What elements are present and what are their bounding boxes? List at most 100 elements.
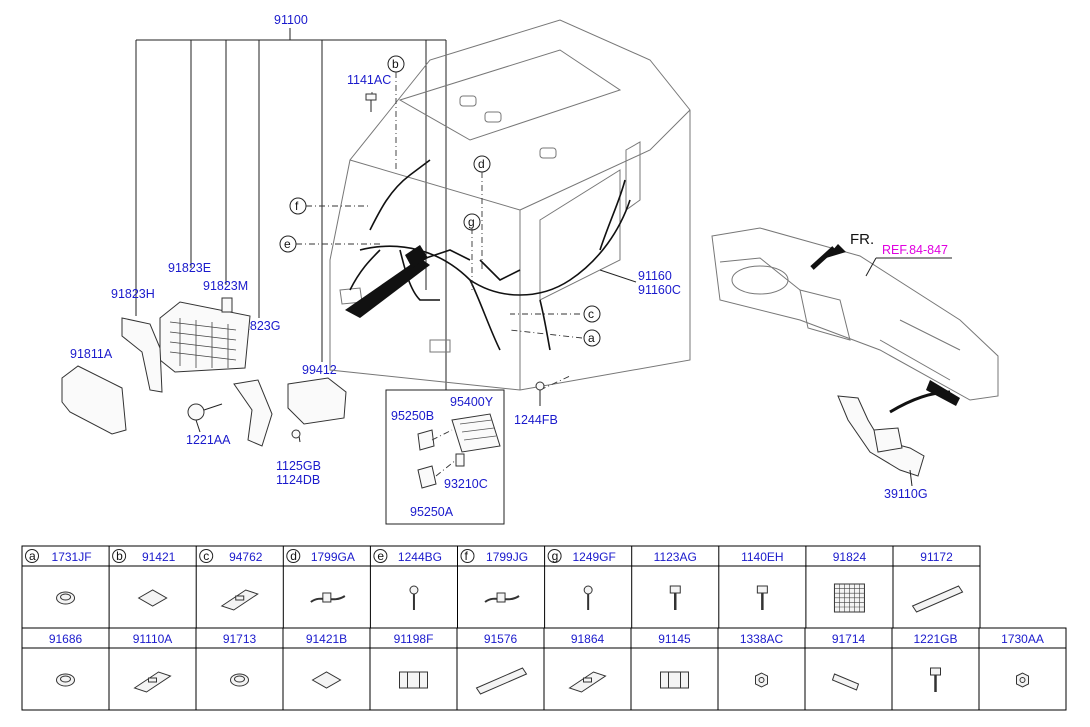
cell-letter: f: [465, 549, 469, 563]
protector-icon: [911, 585, 964, 613]
cell-part-code: 91172: [920, 550, 953, 564]
cell-part-code: 91576: [484, 632, 518, 646]
callout-bolt-1124[interactable]: 1124DB: [276, 473, 320, 487]
callout-ecu-cover[interactable]: 91811A: [70, 347, 113, 361]
parts-table-cell[interactable]: 1221GB: [913, 632, 958, 692]
cell-part-code: 1731JF: [52, 550, 92, 564]
callout-bolt-1141[interactable]: 1141AC: [347, 73, 391, 87]
dash-harness-bracket: [837, 395, 925, 477]
callout-relay-box[interactable]: 91823E: [168, 261, 211, 275]
relay-93210-shape: [455, 453, 465, 467]
parts-table-cell[interactable]: 91421B: [306, 632, 347, 689]
parts-table-cell[interactable]: b 91421: [112, 549, 176, 607]
parts-table-cell[interactable]: 91686: [49, 632, 83, 687]
circle-letter-d: d: [473, 155, 491, 173]
cell-letter: c: [203, 549, 209, 563]
pad-icon: [137, 589, 168, 607]
harness-protector: [345, 258, 430, 318]
svg-text:c: c: [588, 307, 594, 321]
cell-part-code: 94762: [229, 550, 263, 564]
parts-table-cell[interactable]: 1338AC: [740, 632, 784, 688]
callout-fuse-block[interactable]: 99412: [302, 363, 337, 377]
bolt-icon: [669, 585, 681, 610]
callout-body-harness-c[interactable]: 91160C: [638, 283, 681, 297]
parts-table-cell[interactable]: 1140EH: [741, 550, 784, 610]
parts-table-cell[interactable]: 1123AG: [654, 550, 697, 610]
protector-icon: [475, 667, 528, 695]
parts-table-cell[interactable]: 91172: [911, 550, 964, 613]
ref-link[interactable]: REF.84-847: [882, 243, 948, 257]
relay-m-shape: [221, 297, 233, 313]
fuse-block-shape: [287, 377, 347, 425]
parts-table-cell[interactable]: 91110A: [133, 632, 173, 693]
parts-table-cell[interactable]: 1730AA: [1001, 632, 1044, 688]
mesh-icon: [833, 583, 865, 613]
parts-table-cell[interactable]: 91198F: [394, 632, 434, 689]
svg-text:b: b: [392, 57, 399, 71]
parts-table-cell[interactable]: d 1799GA: [286, 549, 355, 603]
circle-letter: [199, 549, 214, 563]
cell-part-code: 91713: [223, 632, 257, 646]
cell-part-code: 1799GA: [311, 550, 355, 564]
svg-text:a: a: [588, 331, 595, 345]
callout-bracket-h[interactable]: 91823H: [111, 287, 155, 301]
grommet-icon: [230, 673, 249, 687]
parts-table-cell[interactable]: 91714: [831, 632, 866, 691]
parts-table-cell[interactable]: 91713: [223, 632, 257, 687]
cell-part-code: 91714: [832, 632, 866, 646]
callout-bolt-1221[interactable]: 1221AA: [186, 433, 231, 447]
circle-letter: [286, 549, 301, 563]
parts-table-cell[interactable]: 91145: [658, 632, 691, 689]
cell-letter: b: [116, 549, 123, 563]
cable-tie-icon: [310, 592, 346, 603]
callout-relay-95250a[interactable]: 95250A: [410, 505, 454, 519]
parts-table-cell[interactable]: 91864: [568, 632, 607, 693]
svg-text:f: f: [295, 199, 299, 213]
fuse-block-bolt: [291, 429, 301, 439]
parts-table-cell[interactable]: 91576: [475, 632, 528, 695]
parts-table-cell[interactable]: f 1799JG: [460, 549, 528, 603]
pin-icon: [831, 673, 860, 691]
callout-main-harness[interactable]: 91100: [274, 13, 308, 27]
callout-relay-m[interactable]: 91823M: [203, 279, 248, 293]
screw-1244-group: 1244FB: [514, 381, 558, 427]
callout-dash-harness[interactable]: 39110G: [884, 487, 928, 501]
grommet-icon: [56, 591, 76, 605]
callout-relay-93210[interactable]: 93210C: [444, 477, 488, 491]
relay-95400-shape: [451, 413, 501, 453]
circle-letter-g: g: [463, 213, 481, 231]
circle-letter-c: c: [583, 305, 601, 323]
connector-icon: [399, 671, 428, 689]
ecu-cover-shape: [61, 365, 127, 435]
callout-screw-1244[interactable]: 1244FB: [514, 413, 558, 427]
relay-detail-box: 95400Y 95250B 93210C 95250A: [385, 389, 505, 525]
cell-letter: g: [552, 549, 559, 563]
parts-table-cell[interactable]: c 94762: [199, 549, 263, 611]
cell-part-code: 91686: [49, 632, 83, 646]
callout-bolt-1125[interactable]: 1125GB: [276, 459, 321, 473]
front-arrow-icon: [826, 244, 846, 258]
screw-icon: [583, 585, 593, 610]
cell-part-code: 1730AA: [1001, 632, 1044, 646]
cell-part-code: 1799JG: [486, 550, 528, 564]
cell-part-code: 91421: [142, 550, 176, 564]
cell-part-code: 91824: [833, 550, 867, 564]
nut-icon: [1016, 672, 1029, 688]
cell-part-code: 1338AC: [740, 632, 784, 646]
grommet-icon: [56, 673, 75, 687]
cell-part-code: 1140EH: [741, 550, 783, 564]
callout-relay-95250b[interactable]: 95250B: [391, 409, 434, 423]
cell-letter: e: [377, 549, 384, 563]
callout-body-harness[interactable]: 91160: [638, 269, 672, 283]
nut-icon: [755, 672, 768, 688]
parts-table-cell[interactable]: 91824: [833, 550, 867, 613]
dashboard: FR. REF.84-847 39110G: [711, 227, 999, 501]
callout-relay-95400[interactable]: 95400Y: [450, 395, 494, 409]
cell-letter: d: [290, 549, 297, 563]
cell-part-code: 1123AG: [654, 550, 697, 564]
wiring-harness: [345, 159, 631, 351]
